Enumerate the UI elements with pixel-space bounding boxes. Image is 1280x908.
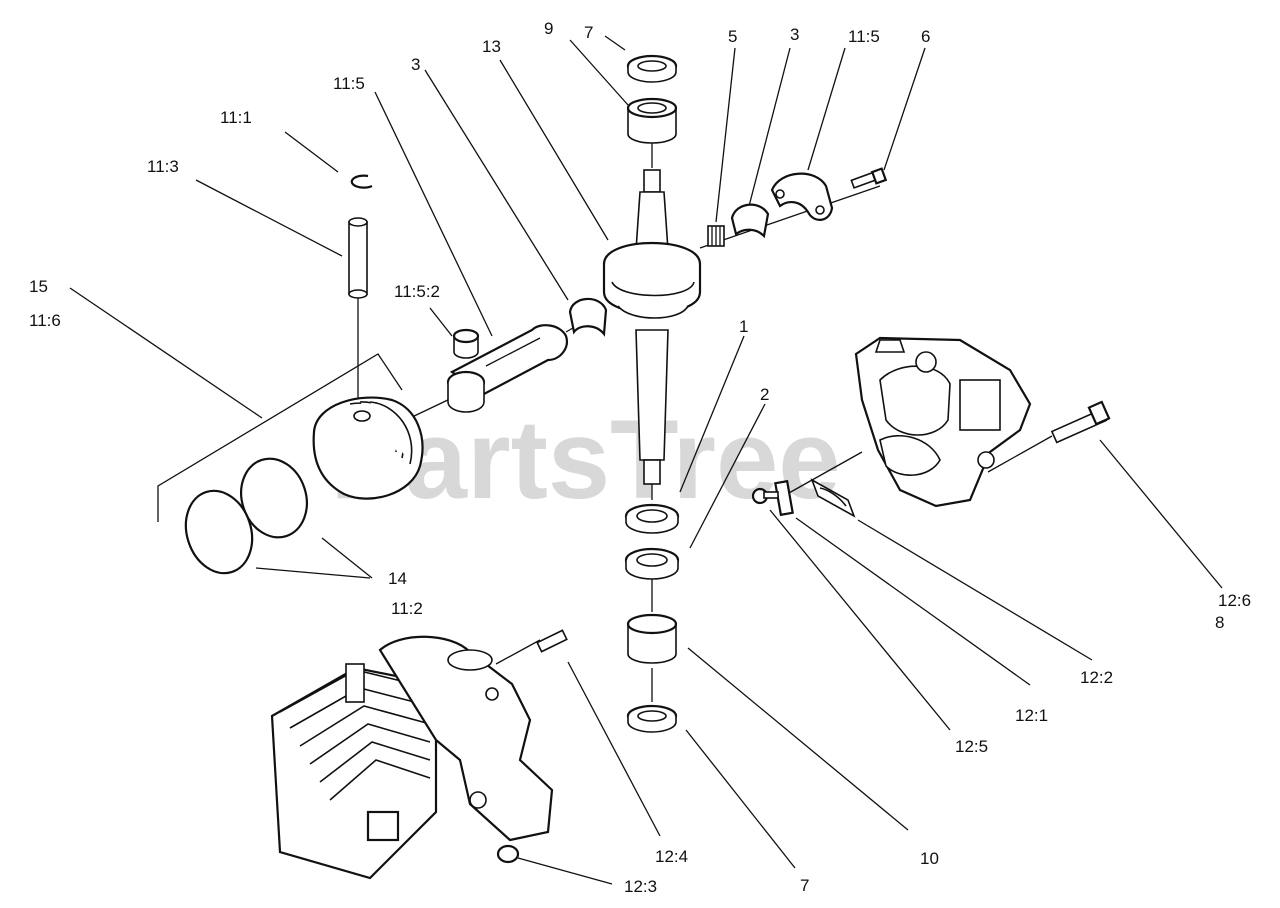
needle-bearing (707, 225, 725, 247)
crankcase (854, 336, 1032, 508)
callout-3-right: 3 (790, 25, 799, 44)
cylinder (270, 635, 554, 880)
cylinder-dowel-pin (536, 629, 568, 653)
plate-screw (751, 487, 779, 505)
callout-11-2: 11:2 (391, 599, 423, 618)
stop-plate (774, 479, 794, 517)
callout-12-2: 12:2 (1080, 668, 1113, 687)
cap-screw (850, 167, 888, 189)
oil-seal-top (626, 54, 678, 83)
callout-11-6: 11:6 (29, 311, 61, 330)
rod-bearing-half-left (568, 297, 608, 337)
ignition-spacer (810, 478, 856, 518)
callout-12-1: 12:1 (1015, 706, 1048, 725)
callout-12-4: 12:4 (655, 847, 688, 866)
callout-6: 6 (921, 27, 930, 46)
piston-pin-clip (350, 174, 373, 189)
leader-lines (69, 35, 1223, 885)
oil-seal-bottom (626, 704, 678, 733)
callout-2: 2 (760, 385, 769, 404)
o-ring (496, 844, 520, 864)
crankcase-bolt (1050, 400, 1111, 444)
callout-11-5-right: 11:5 (848, 27, 880, 46)
callout-7-top: 7 (584, 23, 593, 42)
callout-3-left: 3 (411, 55, 420, 74)
callout-13: 13 (482, 37, 501, 56)
bearing-lower (626, 613, 678, 664)
callout-11-3: 11:3 (147, 157, 179, 176)
callout-12-3: 12:3 (624, 877, 657, 896)
connecting-rod (446, 324, 568, 413)
callout-10: 10 (920, 849, 939, 868)
callout-12-5: 12:5 (955, 737, 988, 756)
thrust-washer (624, 547, 680, 580)
callout-11-5-left: 11:5 (333, 74, 365, 93)
callout-14: 14 (388, 569, 407, 588)
callout-8: 8 (1215, 613, 1224, 632)
callout-labels: 9 7 13 5 3 11:5 6 3 11:5 11:1 11:3 15 11… (29, 19, 1251, 896)
piston-rings (184, 457, 308, 575)
oil-seal-lower (624, 503, 680, 534)
callout-11-1: 11:1 (220, 108, 252, 127)
crankshaft (602, 169, 702, 485)
bearing-top (626, 97, 678, 144)
piston (312, 396, 424, 500)
rod-bearing-half-right (730, 203, 770, 239)
callout-12-6: 12:6 (1218, 591, 1251, 610)
piston-pin (348, 217, 368, 299)
callout-1: 1 (739, 317, 748, 336)
callout-5: 5 (728, 27, 737, 46)
callout-9: 9 (544, 19, 553, 38)
pin-bushing (452, 328, 480, 359)
callout-11-5-2: 11:5:2 (394, 282, 440, 301)
callout-7-bottom: 7 (800, 876, 809, 895)
callout-15: 15 (29, 277, 48, 296)
rod-cap (770, 172, 834, 221)
